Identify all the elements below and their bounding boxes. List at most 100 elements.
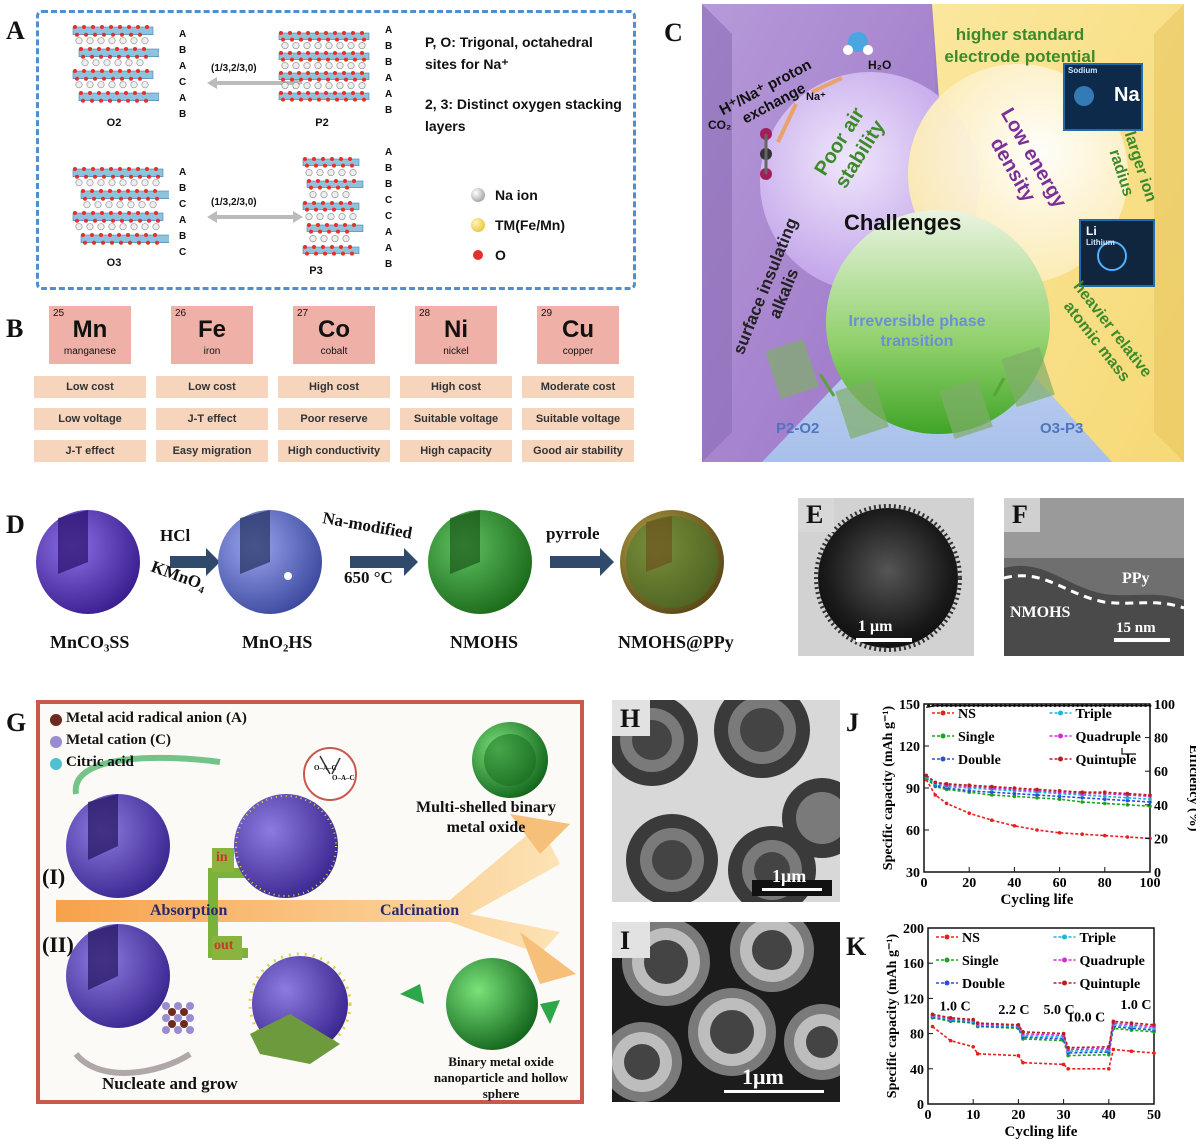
- stack-letter: B: [385, 179, 393, 190]
- data-point: [1035, 787, 1039, 792]
- efficiency-point: [1076, 704, 1080, 708]
- efficiency-point: [1008, 704, 1012, 708]
- stack-letter: C: [385, 195, 393, 206]
- y-tick-label: 200: [903, 922, 924, 937]
- element-num: 25: [53, 308, 65, 319]
- data-point: [971, 1017, 975, 1022]
- legend-label: TM(Fe/Mn): [495, 217, 565, 233]
- efficiency-point: [1103, 704, 1107, 708]
- nucleate-label: Nucleate and grow: [102, 1074, 238, 1093]
- y2-tick-label: 40: [1154, 799, 1168, 814]
- data-point: [933, 780, 938, 785]
- data-point: [1057, 794, 1062, 799]
- property-tag: High cost: [400, 376, 512, 398]
- legend-anion: Metal acid radical anion (A): [66, 710, 247, 726]
- tm-ion-icon: [471, 218, 485, 232]
- x-tick-label: 50: [1147, 1108, 1161, 1123]
- series-line-quadruple: [925, 774, 1151, 798]
- panel-label-j: J: [846, 708, 859, 737]
- data-point: [1125, 798, 1130, 803]
- efficiency-point: [981, 704, 985, 708]
- stack-letter: A: [385, 73, 393, 84]
- data-point: [967, 783, 971, 787]
- efficiency-point: [1013, 704, 1016, 708]
- efficiency-point: [963, 704, 967, 708]
- legend-label: NS: [962, 931, 980, 946]
- scale-bar-h: 1μm: [772, 866, 807, 886]
- legend-marker: [944, 980, 950, 986]
- panel-label-k: K: [846, 932, 867, 961]
- data-point: [1061, 1031, 1066, 1036]
- synthesis-scheme: [36, 510, 724, 614]
- stack-letter: C: [179, 247, 187, 258]
- data-point: [990, 818, 994, 822]
- data-point: [1012, 791, 1017, 796]
- element-name: manganese: [63, 346, 117, 357]
- legend-na: Na ion: [471, 187, 538, 203]
- scale-bar-i: 1μm: [742, 1064, 784, 1089]
- data-point: [1107, 1052, 1111, 1057]
- data-point: [975, 1052, 980, 1056]
- y-tick-label: 90: [906, 782, 920, 797]
- y-tick-label: 30: [906, 866, 920, 881]
- data-point: [967, 789, 971, 793]
- co2-label: CO₂: [708, 118, 732, 132]
- data-point: [1066, 1067, 1070, 1071]
- oxygen-icon: [473, 250, 483, 260]
- data-point: [1103, 797, 1107, 801]
- panel-a-frame: O2 A B A C A B (1/3,2/3,0) P2 A B B A A …: [36, 10, 636, 290]
- data-point: [990, 784, 994, 789]
- x-axis-label: Cycling life: [1005, 1124, 1078, 1140]
- legend-label: Quintuple: [1080, 977, 1141, 992]
- calcination-label: Calcination: [380, 902, 460, 919]
- stack-letter: C: [385, 211, 393, 222]
- irreversible-phase-label: Irreversible phase transition: [848, 313, 986, 350]
- data-point: [1103, 801, 1107, 806]
- legend-marker: [1062, 957, 1068, 963]
- data-point: [971, 1045, 975, 1049]
- legend-label: Triple: [1080, 931, 1116, 946]
- data-point: [1021, 1060, 1025, 1065]
- o2-stacking: A B A C A B: [179, 27, 186, 123]
- efficiency-point: [972, 704, 976, 708]
- p2-label: P2: [315, 117, 329, 129]
- element-num: 28: [419, 308, 431, 319]
- stack-letter: A: [179, 61, 187, 72]
- o2-crystal-structure: [72, 25, 159, 103]
- property-tag: High conductivity: [278, 440, 390, 462]
- rate-label: 1.0 C: [1120, 998, 1151, 1013]
- efficiency-point: [1098, 704, 1102, 708]
- x-tick-label: 20: [1011, 1108, 1025, 1123]
- legend-marker: [944, 934, 950, 940]
- efficiency-point: [1139, 704, 1143, 708]
- stack-letter: A: [179, 167, 187, 178]
- tem-image-h: H 1μm: [612, 700, 840, 902]
- x-tick-label: 30: [1057, 1108, 1071, 1123]
- y-tick-label: 150: [899, 698, 920, 713]
- stack-letter: B: [385, 259, 393, 270]
- property-tag: Good air stability: [522, 440, 634, 462]
- efficiency-point: [1049, 704, 1052, 708]
- series-line-single: [932, 1016, 1155, 1057]
- efficiency-point: [1040, 704, 1043, 708]
- legend-tm: TM(Fe/Mn): [471, 217, 565, 233]
- data-point: [1066, 1045, 1070, 1050]
- property-tag: High cost: [278, 376, 390, 398]
- stack-letter: A: [179, 93, 187, 104]
- y2-tick-label: 100: [1154, 698, 1175, 713]
- o2-label: O2: [106, 117, 122, 129]
- series-line-triple: [925, 776, 1151, 800]
- data-point: [1057, 789, 1062, 793]
- property-tag: J-T effect: [156, 408, 268, 430]
- efficiency-point: [940, 704, 944, 708]
- panel-label-a: A: [6, 16, 25, 45]
- data-point: [1035, 793, 1039, 797]
- h2o-label: H₂O: [868, 58, 892, 72]
- efficiency-point: [1067, 704, 1071, 708]
- series-line-triple: [932, 1015, 1155, 1053]
- data-point: [930, 1012, 935, 1017]
- element-sym: Fe: [197, 316, 226, 343]
- panel-label-f: F: [1012, 500, 1028, 529]
- legend-marker: [940, 756, 946, 762]
